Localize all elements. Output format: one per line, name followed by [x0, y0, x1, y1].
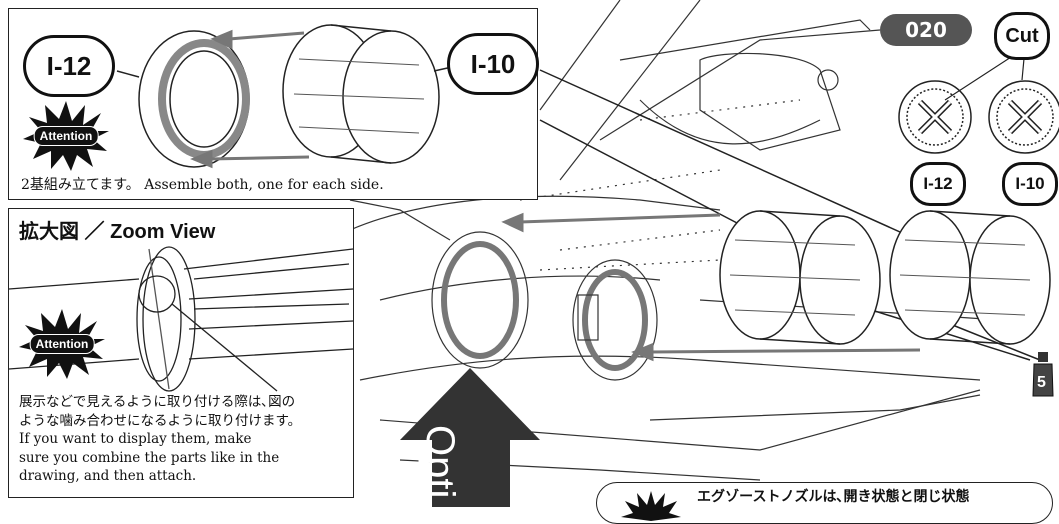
paint-number: 5 — [1037, 374, 1046, 391]
starburst-icon — [621, 491, 681, 521]
attention-label: Attention — [29, 334, 95, 354]
zoom-note-jp-2: ような噛み合わせになるように取り付けます。 — [19, 412, 302, 429]
zoom-note-jp-1: 展示などで見えるように取り付ける際は､図の — [19, 394, 296, 410]
cut-badge: Cut — [994, 12, 1050, 60]
cut-part-label-i10: I-10 — [1002, 162, 1058, 206]
attention-label: Attention — [33, 126, 99, 146]
nozzle-assembly-illustration — [116, 24, 462, 169]
aircraft-line-drawing — [349, 0, 1059, 507]
part-label-i10: I-10 — [447, 33, 539, 95]
paint-bottle: 5 — [1031, 352, 1055, 398]
assembly-instruction: 2基組み立てます。 Assemble both, one for each si… — [21, 177, 384, 193]
bottom-note-box: エグゾーストノズルは､開き状態と閉じ状態 — [596, 482, 1053, 524]
cut-part-label-i12: I-12 — [910, 162, 966, 206]
part-label-i12: I-12 — [23, 35, 115, 97]
zoom-view-panel: 拡大図 ／ Zoom View Attention 展示などで見えるように取り付… — [8, 208, 354, 498]
zoom-note: 展示などで見えるように取り付ける際は､図の ような噛み合わせになるように取り付け… — [19, 393, 301, 486]
bottom-note-text: エグゾーストノズルは､開き状態と閉じ状態 — [697, 489, 970, 505]
zoom-note-en-1: If you want to display them, make — [19, 431, 252, 447]
zoom-note-en-2: sure you combine the parts like in the — [19, 449, 280, 466]
attention-badge-zoom: Attention — [19, 309, 105, 379]
step-number: 020 — [880, 14, 972, 46]
zoom-view-illustration — [9, 246, 353, 392]
paint-bottle-icon — [1032, 352, 1054, 397]
assembly-panel: I-12 I-10 Attention 2基組み立てます。 Assemble b… — [8, 8, 539, 200]
zoom-view-title: 拡大図 ／ Zoom View — [19, 215, 216, 244]
attention-badge: Attention — [23, 101, 109, 171]
option-label: Opti — [418, 425, 462, 499]
zoom-note-en-3: drawing, and then attach. — [19, 468, 197, 484]
